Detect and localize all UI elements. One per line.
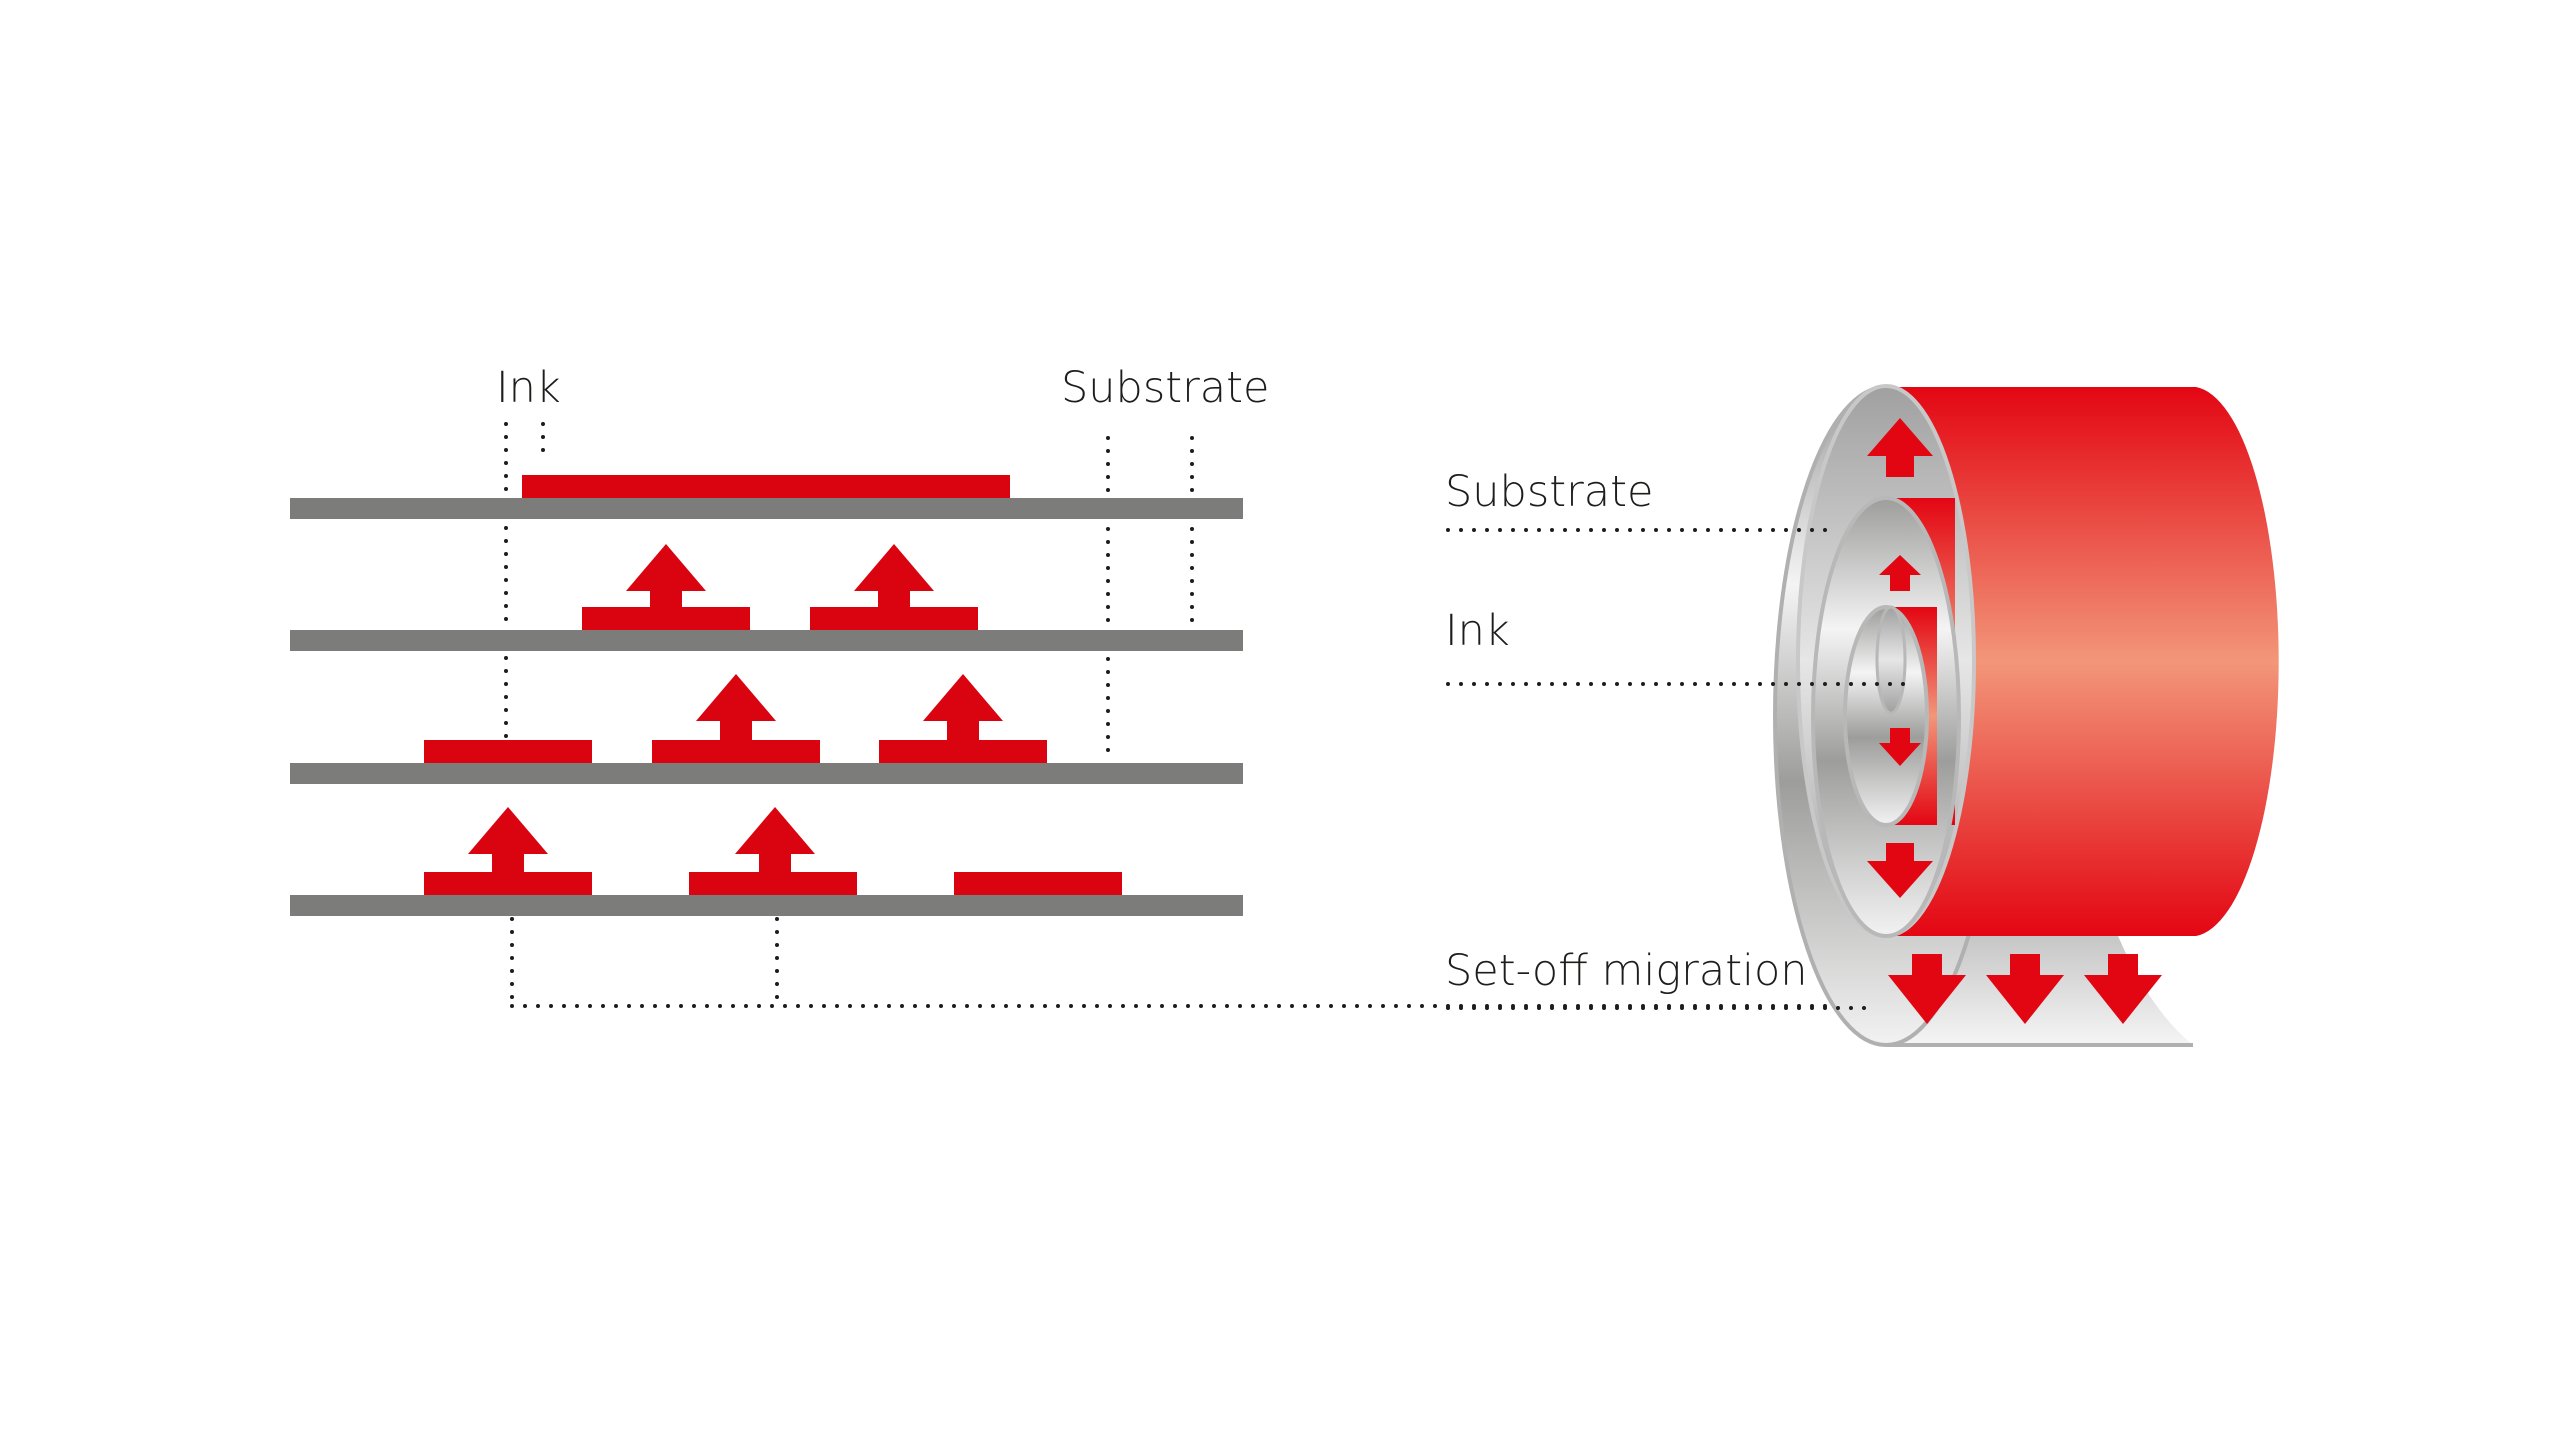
roll-ink-label: Ink [1445,606,1510,656]
substrate-layer [290,630,1243,651]
arrow-down-icon [1867,843,1933,898]
ink-layer [954,872,1122,895]
arrow-up-icon [735,807,815,872]
ink-layer [689,872,857,895]
ink-layer [652,740,820,763]
roll-substrate-label: Substrate [1445,467,1653,517]
arrow-down-icon [1879,728,1921,766]
arrow-up-icon [854,544,934,607]
substrate-layer [290,763,1243,784]
leader-lines [504,422,1877,1008]
roll-core [1875,605,1907,715]
ink-label: Ink [496,363,561,413]
roll-outer-ink-surface [1886,387,2279,936]
arrow-up-icon [626,544,706,607]
arrow-down-icon [1888,954,1966,1024]
arrow-up-icon [923,674,1003,740]
substrate-label: Substrate [1061,363,1269,413]
arrow-up-icon [696,674,776,740]
ink-layer [424,740,592,763]
layer-arrows [468,544,1003,872]
arrow-up-icon [468,807,548,872]
arrow-up-icon [1879,555,1921,591]
substrate-layer [290,895,1243,916]
ink-layer [810,607,978,630]
ink-layer [879,740,1047,763]
substrate-layer [290,498,1243,519]
roll-diagram: Substrate Ink Set-off migration [1445,384,2279,1047]
arrow-up-icon [1867,418,1933,477]
ink-layer [582,607,750,630]
core-substrate-layer [1843,605,1929,827]
stacked-layers-diagram: Ink Substrate [290,363,1877,1008]
setoff-migration-label: Set-off migration [1445,946,1808,996]
arrow-down-icon [1986,954,2064,1024]
ink-layer [424,872,592,895]
roll-arrows [1867,418,2162,1024]
ink-layer [522,475,1010,498]
arrow-down-icon [2084,954,2162,1024]
